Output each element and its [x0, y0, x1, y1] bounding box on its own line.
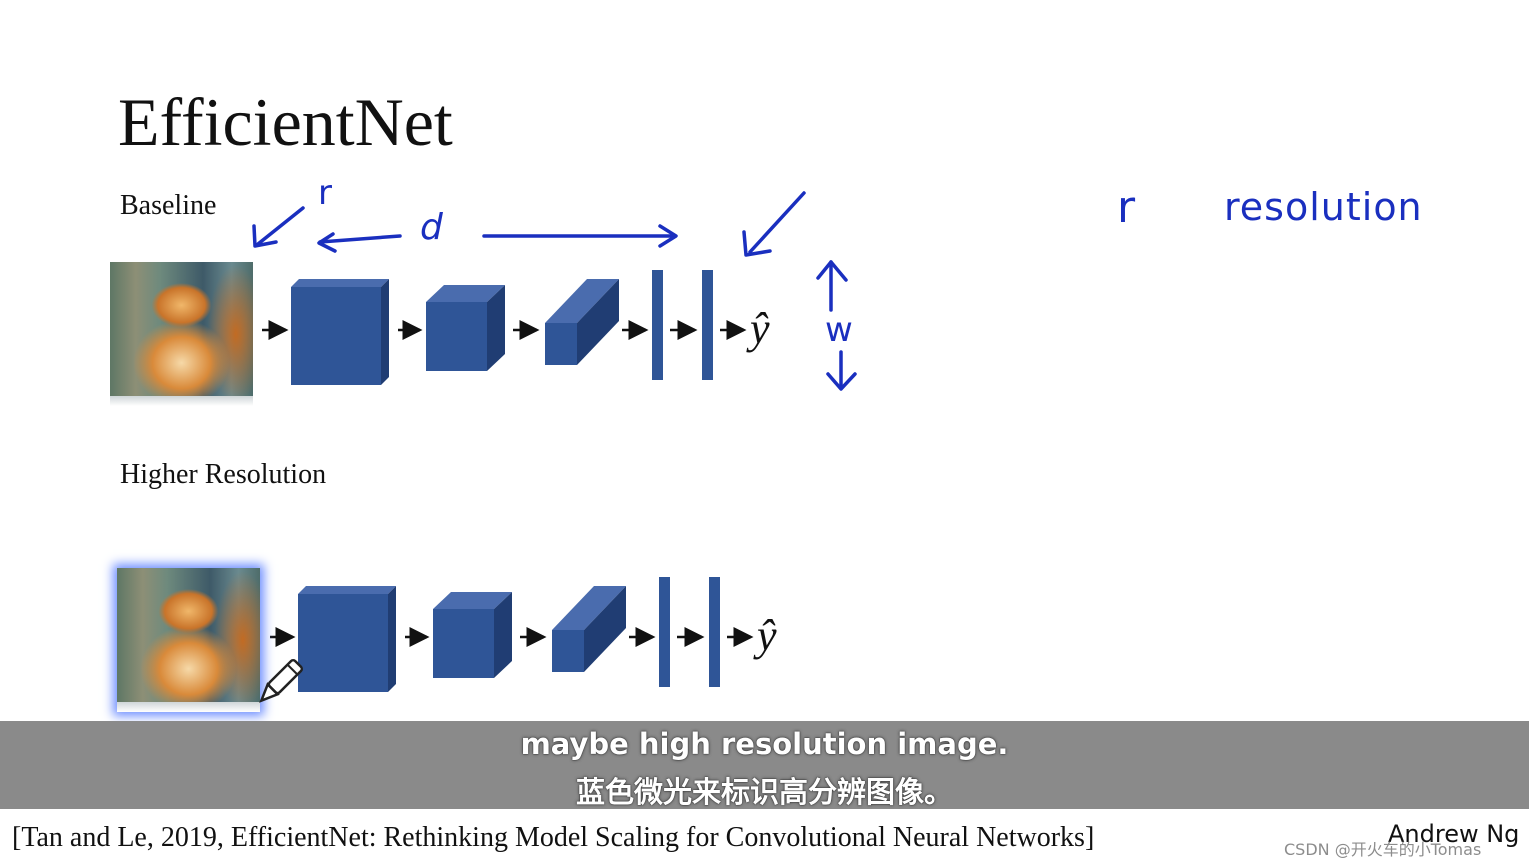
- ink-arrow-width: [748, 191, 806, 254]
- conv-block-3: [545, 279, 619, 365]
- fc-layer-1: [659, 577, 670, 687]
- ink-arrowhead: [658, 224, 678, 248]
- slide-title: EfficientNet: [118, 84, 453, 160]
- fc-layer-1: [652, 270, 663, 380]
- ink-legend-r: r: [1117, 182, 1136, 233]
- conv-block-2: [433, 592, 512, 678]
- conv-block-2: [426, 285, 505, 371]
- fc-layer-2: [709, 577, 720, 687]
- subtitle-chinese: 蓝色微光来标识高分辨图像。: [575, 775, 953, 809]
- baseline-label: Baseline: [120, 190, 217, 221]
- ink-arrowhead: [816, 260, 848, 282]
- ink-annotations: [252, 191, 857, 391]
- higher-resolution-network: [270, 577, 754, 692]
- higher-resolution-label: Higher Resolution: [120, 459, 327, 490]
- ink-letter-r: r: [318, 173, 332, 213]
- subtitle-english: maybe high resolution image.: [520, 727, 1009, 761]
- baseline-output-yhat: ŷ: [750, 304, 770, 353]
- ink-letter-w: w: [825, 310, 853, 350]
- network-diagrams: [252, 191, 857, 692]
- citation-text: [Tan and Le, 2019, EfficientNet: Rethink…: [12, 822, 1095, 853]
- pen-cursor-icon: [259, 658, 304, 703]
- conv-block-3: [552, 586, 626, 672]
- ink-depth-arrow-left: [318, 234, 402, 244]
- ink-arrowhead: [826, 372, 857, 391]
- conv-block-1: [298, 586, 396, 692]
- csdn-watermark: CSDN @开火车的小Tomas: [1284, 840, 1482, 859]
- higher-output-yhat: ŷ: [757, 611, 777, 660]
- higher-resolution-cat-image: [117, 568, 260, 712]
- subtitle-bar: [0, 721, 1529, 809]
- conv-block-1: [291, 279, 389, 385]
- ink-arrow-resolution: [256, 206, 305, 246]
- author-name: Andrew Ng: [1388, 820, 1520, 848]
- baseline-cat-image: [110, 262, 253, 406]
- ink-legend-resolution: resolution: [1224, 185, 1423, 229]
- ink-arrowhead: [742, 230, 772, 257]
- ink-arrowhead: [252, 224, 278, 248]
- ink-letter-d: d: [420, 207, 443, 248]
- fc-layer-2: [702, 270, 713, 380]
- ink-arrowhead: [317, 232, 337, 253]
- baseline-network: [262, 270, 747, 385]
